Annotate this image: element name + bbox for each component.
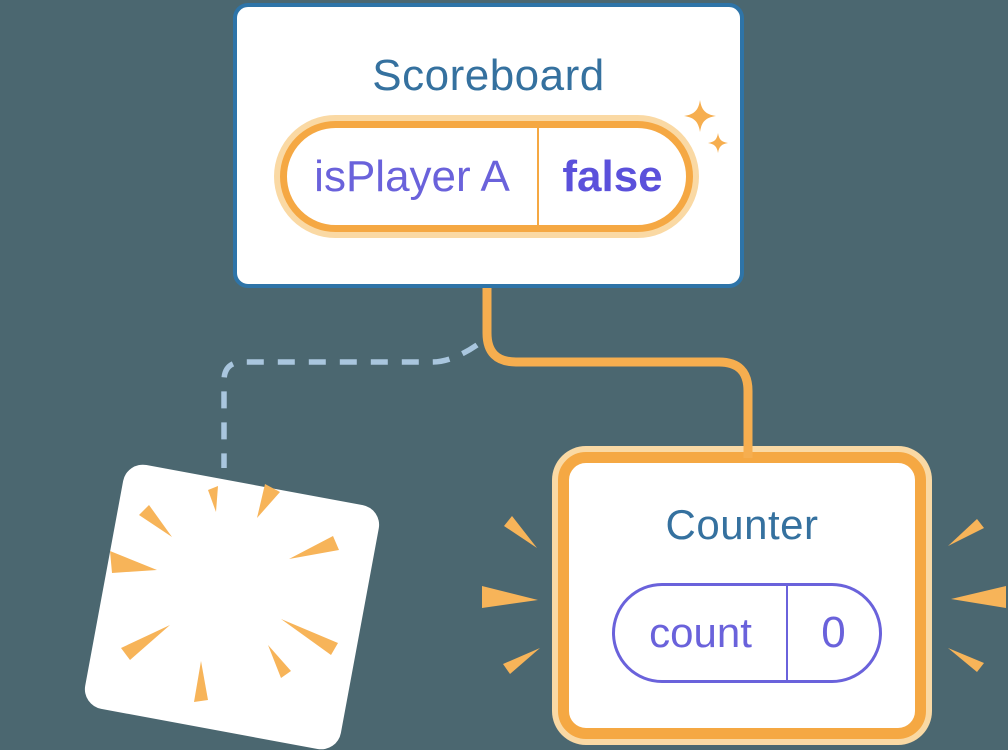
counter-title: Counter — [665, 501, 819, 548]
burst-rays-icon — [482, 516, 540, 674]
count-name-label: count — [649, 609, 752, 656]
pill-divider — [786, 586, 788, 680]
count-value-label: 0 — [821, 608, 846, 657]
destroyed-card-body — [84, 464, 380, 750]
burst-rays-icon — [110, 484, 339, 702]
counter-state-pill: count 0 — [612, 583, 882, 683]
pill-divider — [537, 128, 539, 225]
destroyed-card — [84, 464, 380, 750]
state-name-label: isPlayer A — [314, 151, 510, 201]
scoreboard-title: Scoreboard — [372, 51, 605, 100]
burst-rays-icon — [948, 519, 1006, 672]
counter-card: Counter count 0 — [558, 452, 926, 739]
scoreboard-card: Scoreboard isPlayer A false — [233, 3, 744, 288]
scoreboard-state-pill: isPlayer A false — [280, 121, 693, 232]
removed-edge-dashed-line — [221, 342, 479, 468]
state-value-label: false — [562, 151, 663, 201]
active-edge-line — [482, 288, 753, 458]
